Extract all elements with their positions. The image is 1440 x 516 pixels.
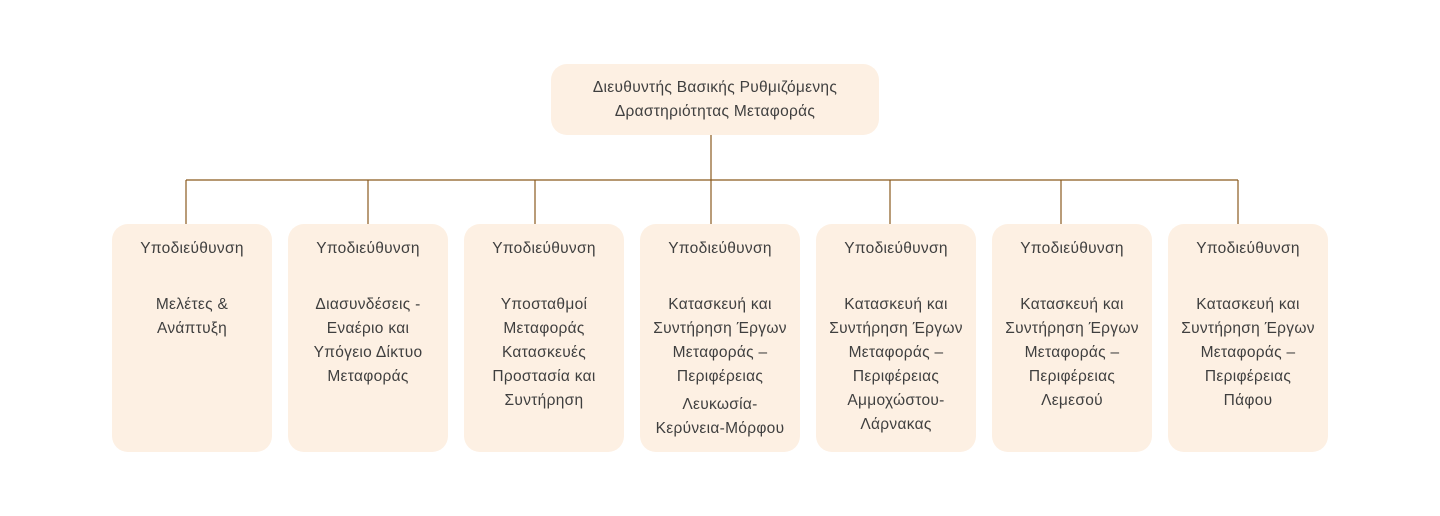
child-heading: Υποδιεύθυνση <box>140 240 244 257</box>
child-body-line: Μεταφοράς <box>327 368 409 385</box>
child-body-line: Κερύνεια-Μόρφου <box>655 420 785 437</box>
child-body-line: Μεταφοράς <box>503 320 585 337</box>
root-title-line-2: Δραστηριότητας Μεταφοράς <box>614 103 816 120</box>
child-body-line: Εναέριο και <box>326 320 410 337</box>
child-heading: Υποδιεύθυνση <box>844 240 948 257</box>
child-body-line: Προστασία και <box>492 368 596 385</box>
child-node-7: Υποδιεύθυνση Κατασκευή και Συντήρηση Έργ… <box>1168 224 1328 452</box>
child-heading: Υποδιεύθυνση <box>1196 240 1300 257</box>
child-body-line: Κατασκευές <box>501 344 587 361</box>
child-body-line: Περιφέρειας <box>1028 368 1116 385</box>
child-node-5: Υποδιεύθυνση Κατασκευή και Συντήρηση Έργ… <box>816 224 976 452</box>
child-body-line: Πάφου <box>1223 392 1273 409</box>
child-body-line: Διασυνδέσεις - <box>315 296 421 313</box>
child-body: Κατασκευή και Συντήρηση Έργων Μεταφοράς … <box>992 293 1152 413</box>
child-body-line: Υποσταθμοί <box>500 296 588 313</box>
child-body-line: Κατασκευή και <box>1020 296 1124 313</box>
child-body-line: Λευκωσία- <box>682 396 758 413</box>
child-body-line: Λεμεσού <box>1041 392 1103 409</box>
child-body-line: Κατασκευή και <box>1196 296 1300 313</box>
child-body-line: Μεταφοράς – <box>848 344 944 361</box>
child-body-line: Λάρνακας <box>860 416 932 433</box>
child-body-line: Μεταφοράς – <box>1024 344 1120 361</box>
child-body-line: Μεταφοράς – <box>672 344 768 361</box>
child-body: Υποσταθμοί Μεταφοράς Κατασκευές Προστασί… <box>464 293 624 413</box>
child-node-3: Υποδιεύθυνση Υποσταθμοί Μεταφοράς Κατασκ… <box>464 224 624 452</box>
child-body-line: Συντήρηση Έργων <box>829 320 963 337</box>
child-heading: Υποδιεύθυνση <box>1020 240 1124 257</box>
child-body-line: Μεταφοράς – <box>1200 344 1296 361</box>
child-body: Διασυνδέσεις - Εναέριο και Υπόγειο Δίκτυ… <box>288 293 448 389</box>
child-body: Μελέτες & Ανάπτυξη <box>112 293 272 341</box>
child-body-line: Συντήρηση Έργων <box>1005 320 1139 337</box>
child-node-1: Υποδιεύθυνση Μελέτες & Ανάπτυξη <box>112 224 272 452</box>
child-body-line: Συντήρηση Έργων <box>1181 320 1315 337</box>
root-title-line-1: Διευθυντής Βασικής Ρυθμιζόμενης <box>592 79 838 96</box>
child-body-line: Συντήρηση <box>504 392 584 409</box>
child-body: Κατασκευή και Συντήρηση Έργων Μεταφοράς … <box>640 293 800 441</box>
child-heading: Υποδιεύθυνση <box>316 240 420 257</box>
child-body-line: Μελέτες & <box>155 296 229 313</box>
child-body-line: Αμμοχώστου- <box>847 392 945 409</box>
child-node-6: Υποδιεύθυνση Κατασκευή και Συντήρηση Έργ… <box>992 224 1152 452</box>
child-body: Κατασκευή και Συντήρηση Έργων Μεταφοράς … <box>1168 293 1328 413</box>
child-body-line: Κατασκευή και <box>844 296 948 313</box>
root-node: Διευθυντής Βασικής Ρυθμιζόμενης Δραστηρι… <box>551 64 879 135</box>
child-heading: Υποδιεύθυνση <box>668 240 772 257</box>
child-body: Κατασκευή και Συντήρηση Έργων Μεταφοράς … <box>816 293 976 437</box>
child-body-line: Συντήρηση Έργων <box>653 320 787 337</box>
child-heading: Υποδιεύθυνση <box>492 240 596 257</box>
child-body-line: Περιφέρειας <box>1204 368 1292 385</box>
child-body-line: Περιφέρειας <box>852 368 940 385</box>
child-body-line: Υπόγειο Δίκτυο <box>313 344 423 361</box>
child-body-line: Κατασκευή και <box>668 296 772 313</box>
child-body-line: Ανάπτυξη <box>156 320 228 337</box>
child-node-2: Υποδιεύθυνση Διασυνδέσεις - Εναέριο και … <box>288 224 448 452</box>
child-body-line: Περιφέρειας <box>676 368 764 385</box>
child-node-4: Υποδιεύθυνση Κατασκευή και Συντήρηση Έργ… <box>640 224 800 452</box>
